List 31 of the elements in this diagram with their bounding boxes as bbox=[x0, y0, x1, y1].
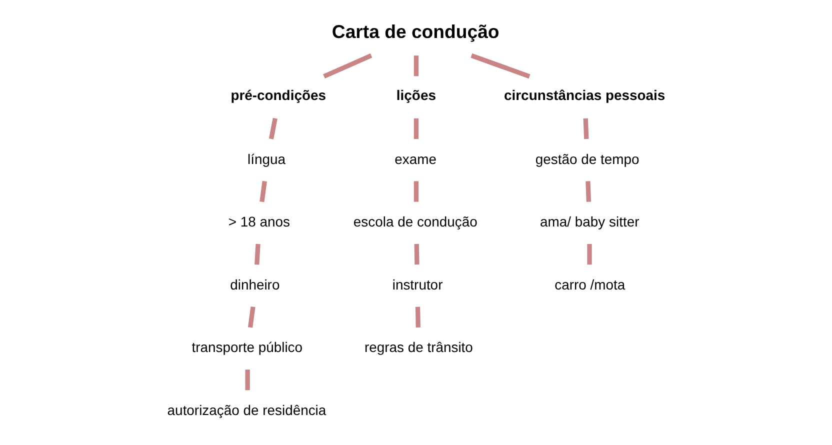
connector bbox=[322, 52, 372, 78]
node-text: lições bbox=[396, 86, 436, 102]
node-text: ama/ baby sitter bbox=[540, 213, 639, 230]
connector bbox=[413, 180, 418, 202]
connector bbox=[254, 243, 260, 264]
connector bbox=[413, 55, 418, 76]
connector bbox=[413, 118, 418, 138]
connector bbox=[585, 180, 591, 202]
node-text: circunstâncias pessoais bbox=[504, 86, 665, 102]
node-text: autorização de residência bbox=[166, 402, 326, 418]
node-text: exame bbox=[394, 150, 436, 166]
node-text: carro /mota bbox=[554, 276, 625, 292]
node-text: dinheiro bbox=[230, 276, 280, 292]
connector bbox=[582, 118, 588, 139]
node-text: instrutor bbox=[392, 276, 442, 292]
node-text: pré-condições bbox=[230, 86, 326, 102]
connector bbox=[244, 369, 250, 390]
connector bbox=[247, 306, 255, 328]
node-text: regras de trânsito bbox=[364, 338, 472, 355]
node-text: gestão de tempo bbox=[534, 150, 639, 166]
connector bbox=[470, 52, 530, 78]
node-text: língua bbox=[247, 150, 286, 166]
connector bbox=[414, 243, 419, 264]
node-text: transporte público bbox=[191, 338, 302, 355]
node-text: escola de condução bbox=[352, 213, 477, 230]
connector bbox=[586, 243, 592, 264]
node-text: > 18 anos bbox=[228, 213, 290, 230]
connector bbox=[268, 117, 277, 139]
node-text: Carta de condução bbox=[331, 20, 499, 42]
connector bbox=[259, 180, 266, 202]
connector bbox=[414, 306, 420, 327]
